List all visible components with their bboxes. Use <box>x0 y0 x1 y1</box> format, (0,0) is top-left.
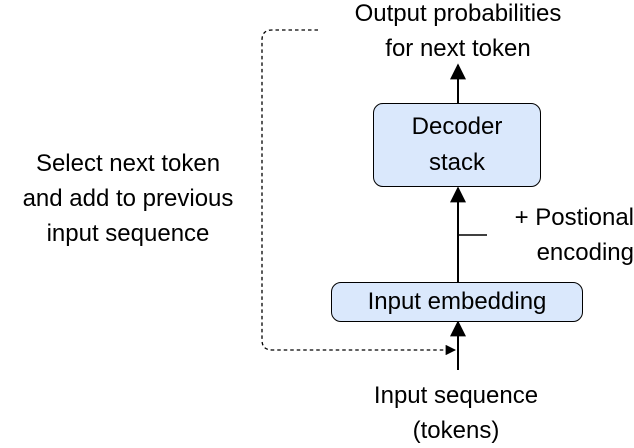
input-sequence-label: Input sequence (tokens) <box>336 378 576 448</box>
feedback-label: Select next token and add to previous in… <box>0 146 256 251</box>
output-label-line1: Output probabilities <box>354 0 562 27</box>
decoder-box-line2: stack <box>428 149 485 176</box>
feedback-label-line3: input sequence <box>46 220 210 247</box>
feedback-label-line2: and add to previous <box>22 185 234 212</box>
output-label-line2: for next token <box>385 35 531 62</box>
positional-label-line1: + Postional <box>514 204 634 231</box>
embedding-box-label: Input embedding <box>367 288 547 315</box>
positional-label-line2: encoding <box>536 239 634 266</box>
positional-encoding-label: + Postional encoding <box>470 200 634 270</box>
decoder-box-line1: Decoder <box>411 113 503 140</box>
input-embedding-box: Input embedding <box>331 282 583 322</box>
decoder-stack-box: Decoder stack <box>373 103 541 187</box>
input-label-line2: (tokens) <box>412 417 500 444</box>
feedback-label-line1: Select next token <box>35 150 221 177</box>
output-probabilities-label: Output probabilities for next token <box>318 0 598 66</box>
input-label-line1: Input sequence <box>373 382 539 409</box>
